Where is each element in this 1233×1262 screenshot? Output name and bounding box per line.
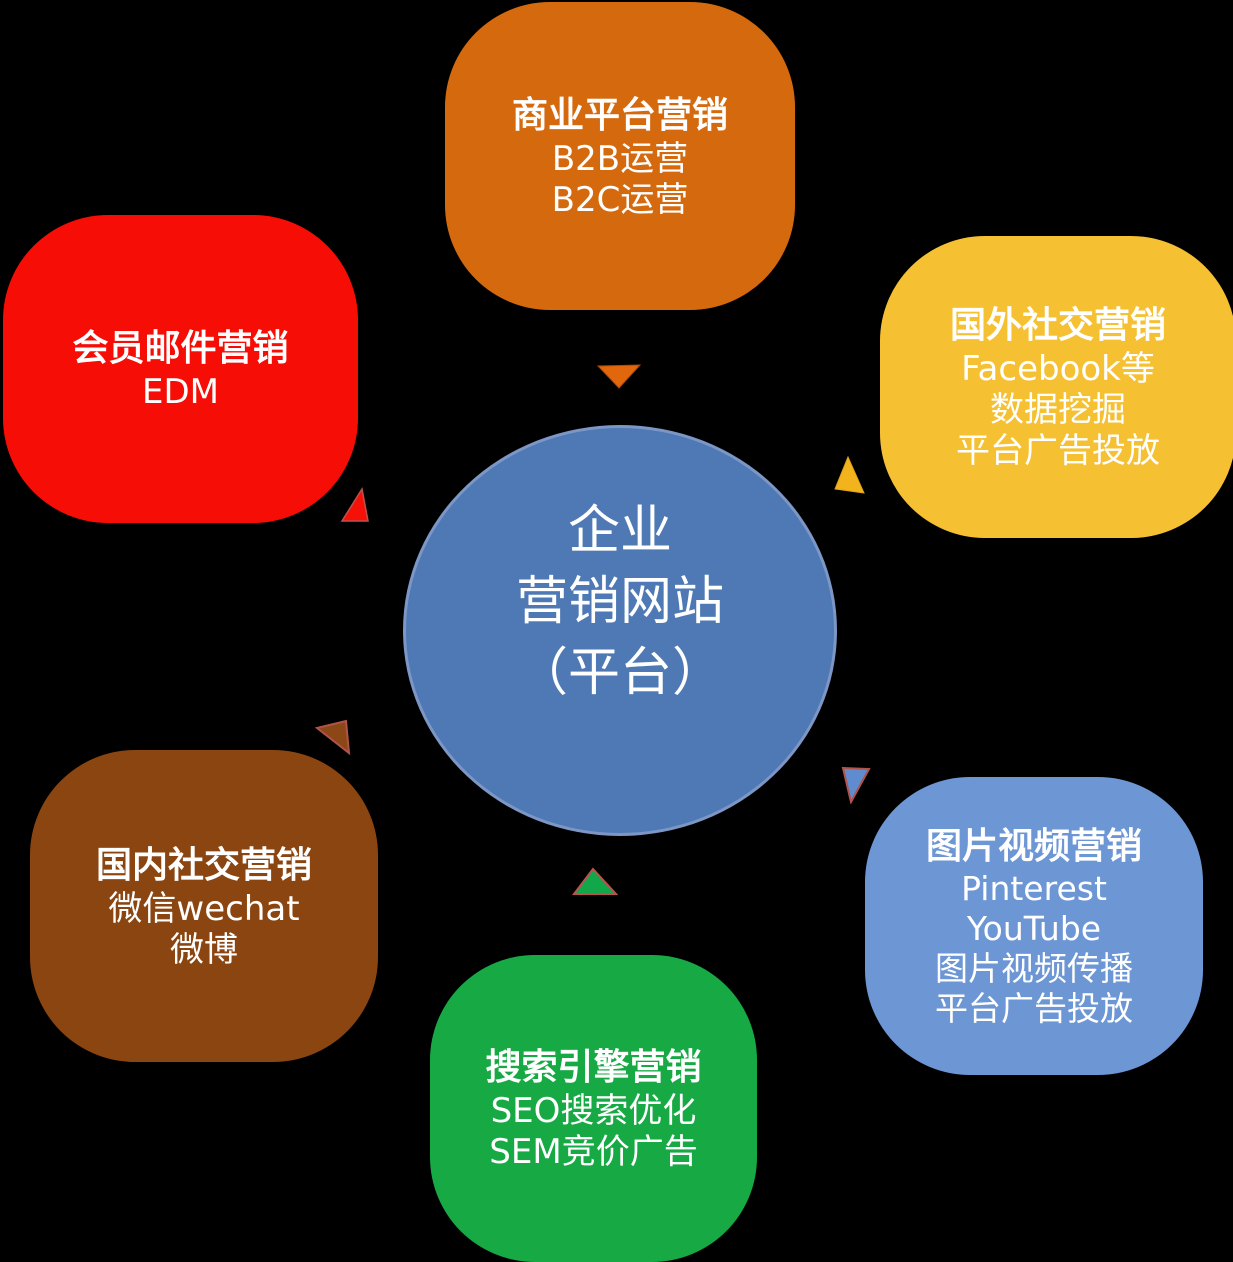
node-search-engine-marketing: 搜索引擎营销 SEO搜索优化 SEM竞价广告 — [430, 955, 757, 1262]
triangle-arrow-left-lower-icon — [314, 719, 351, 756]
node-line: 平台广告投放 — [935, 988, 1133, 1028]
node-line: 数据挖掘 — [990, 390, 1126, 430]
node-line: 微信wechat — [108, 888, 300, 929]
center-line: 营销网站 — [515, 572, 724, 632]
node-line: B2B运营 — [551, 138, 689, 179]
node-line: Pinterest — [961, 868, 1107, 908]
center-circle-enterprise-marketing-site: 企业 营销网站 （平台） — [403, 425, 837, 836]
node-title: 搜索引擎营销 — [485, 1047, 702, 1088]
node-member-email-marketing: 会员邮件营销 EDM — [3, 215, 358, 523]
node-business-platform-marketing: 商业平台营销 B2B运营 B2C运营 — [445, 2, 795, 310]
node-line: SEO搜索优化 — [490, 1091, 697, 1131]
center-line: （平台） — [515, 643, 724, 703]
triangle-arrow-bottom-icon — [571, 867, 619, 895]
triangle-arrow-left-upper-icon — [340, 486, 369, 522]
node-image-video-marketing: 图片视频营销 Pinterest YouTube 图片视频传播 平台广告投放 — [865, 777, 1203, 1075]
triangle-arrow-top-icon — [596, 364, 642, 389]
node-line: 平台广告投放 — [956, 431, 1160, 471]
node-title: 商业平台营销 — [511, 94, 728, 136]
node-title: 图片视频营销 — [925, 825, 1142, 867]
triangle-arrow-right-lower-icon — [841, 766, 871, 804]
node-line: B2C运营 — [551, 179, 689, 220]
node-domestic-social-marketing: 国内社交营销 微信wechat 微博 — [30, 750, 378, 1062]
node-line: Facebook等 — [961, 349, 1155, 389]
center-line: 企业 — [567, 501, 672, 561]
node-title: 国内社交营销 — [95, 844, 312, 886]
node-line: EDM — [142, 372, 219, 412]
node-line: 图片视频传播 — [935, 948, 1133, 988]
node-line: YouTube — [966, 908, 1102, 948]
center-text: 企业 营销网站 （平台） — [516, 496, 724, 709]
node-title: 国外社交营销 — [949, 305, 1166, 346]
node-overseas-social-marketing: 国外社交营销 Facebook等 数据挖掘 平台广告投放 — [880, 236, 1233, 538]
node-line: 微博 — [170, 929, 238, 970]
node-line: SEM竞价广告 — [489, 1132, 698, 1172]
node-title: 会员邮件营销 — [72, 328, 289, 369]
triangle-arrow-right-upper-icon — [834, 455, 865, 494]
